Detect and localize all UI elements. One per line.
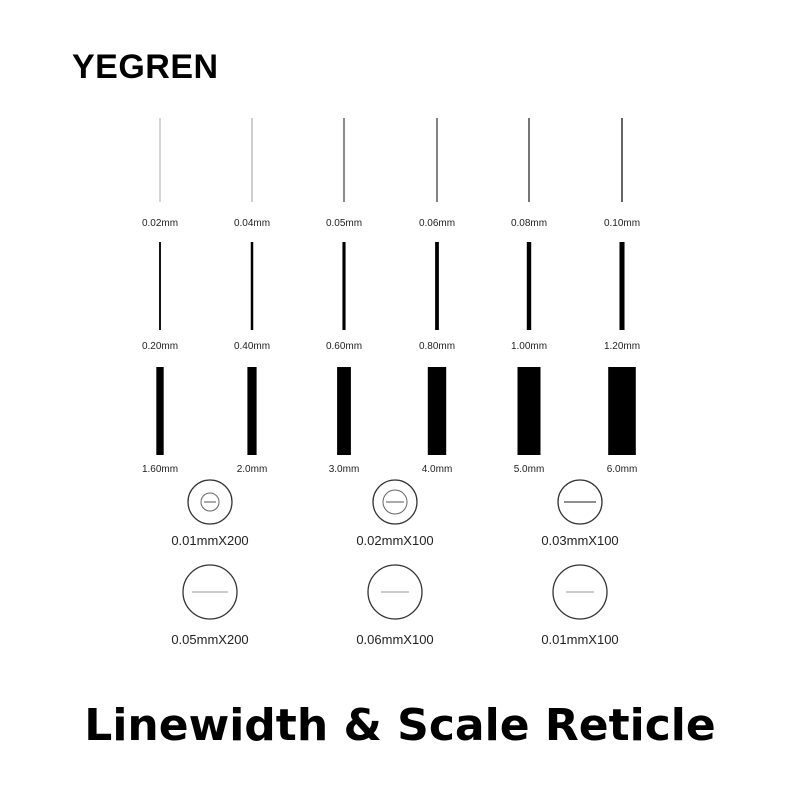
line-width-label: 5.0mm [514,464,545,475]
line-sample-0-02mm [159,118,161,202]
line-sample-6-0mm [608,367,636,455]
scale-circle [557,479,603,525]
scale-inner-circle [200,492,220,512]
line-sample-1-00mm [526,242,532,330]
line-sample-0-04mm [251,118,253,202]
line-sample-2-0mm [247,367,257,455]
line-sample-0-40mm [250,242,254,330]
line-width-label: 0.02mm [142,218,178,229]
scale-circle [182,564,238,620]
line-sample-0-80mm [435,242,439,330]
line-width-label: 1.60mm [142,464,178,475]
line-sample-0-05mm [343,118,345,202]
line-width-label: 4.0mm [422,464,453,475]
line-sample-0-06mm [436,118,438,202]
scale-label: 0.03mmX100 [541,533,618,548]
line-width-label: 0.08mm [511,218,547,229]
line-width-label: 0.04mm [234,218,270,229]
scale-circle [552,564,608,620]
line-sample-1-20mm [619,242,625,330]
line-width-label: 6.0mm [607,464,638,475]
line-width-label: 1.20mm [604,341,640,352]
scale-label: 0.01mmX100 [541,632,618,647]
line-sample-4-0mm [427,367,447,455]
line-width-label: 0.20mm [142,341,178,352]
scale-circle [367,564,423,620]
line-width-label: 0.06mm [419,218,455,229]
line-width-label: 0.05mm [326,218,362,229]
reticle-pattern: 0.02mm 0.04mm 0.05mm 0.06mm 0.08mm 0.10mm 0.20… [142,118,640,647]
line-width-label: 3.0mm [329,464,360,475]
line-sample-1-60mm [156,367,164,455]
line-width-label: 2.0mm [237,464,268,475]
line-width-label: 0.80mm [419,341,455,352]
line-sample-3-0mm [337,367,351,455]
line-sample-0-08mm [528,118,530,202]
line-sample-5-0mm [517,367,541,455]
scale-circle [187,479,233,525]
scale-label: 0.05mmX200 [171,632,248,647]
line-width-label: 0.60mm [326,341,362,352]
scale-inner-circle [382,489,408,515]
brand-name: YEGREN [72,48,219,86]
line-sample-0-10mm [621,118,623,202]
scale-label: 0.06mmX100 [356,632,433,647]
scale-label: 0.02mmX100 [356,533,433,548]
line-sample-0-20mm [159,242,161,330]
line-width-label: 0.40mm [234,341,270,352]
line-width-label: 1.00mm [511,341,547,352]
scale-circle [372,479,418,525]
line-width-label: 0.10mm [604,218,640,229]
line-sample-0-60mm [342,242,346,330]
scale-label: 0.01mmX200 [171,533,248,548]
product-title: Linewidth & Scale Reticle [84,700,716,751]
